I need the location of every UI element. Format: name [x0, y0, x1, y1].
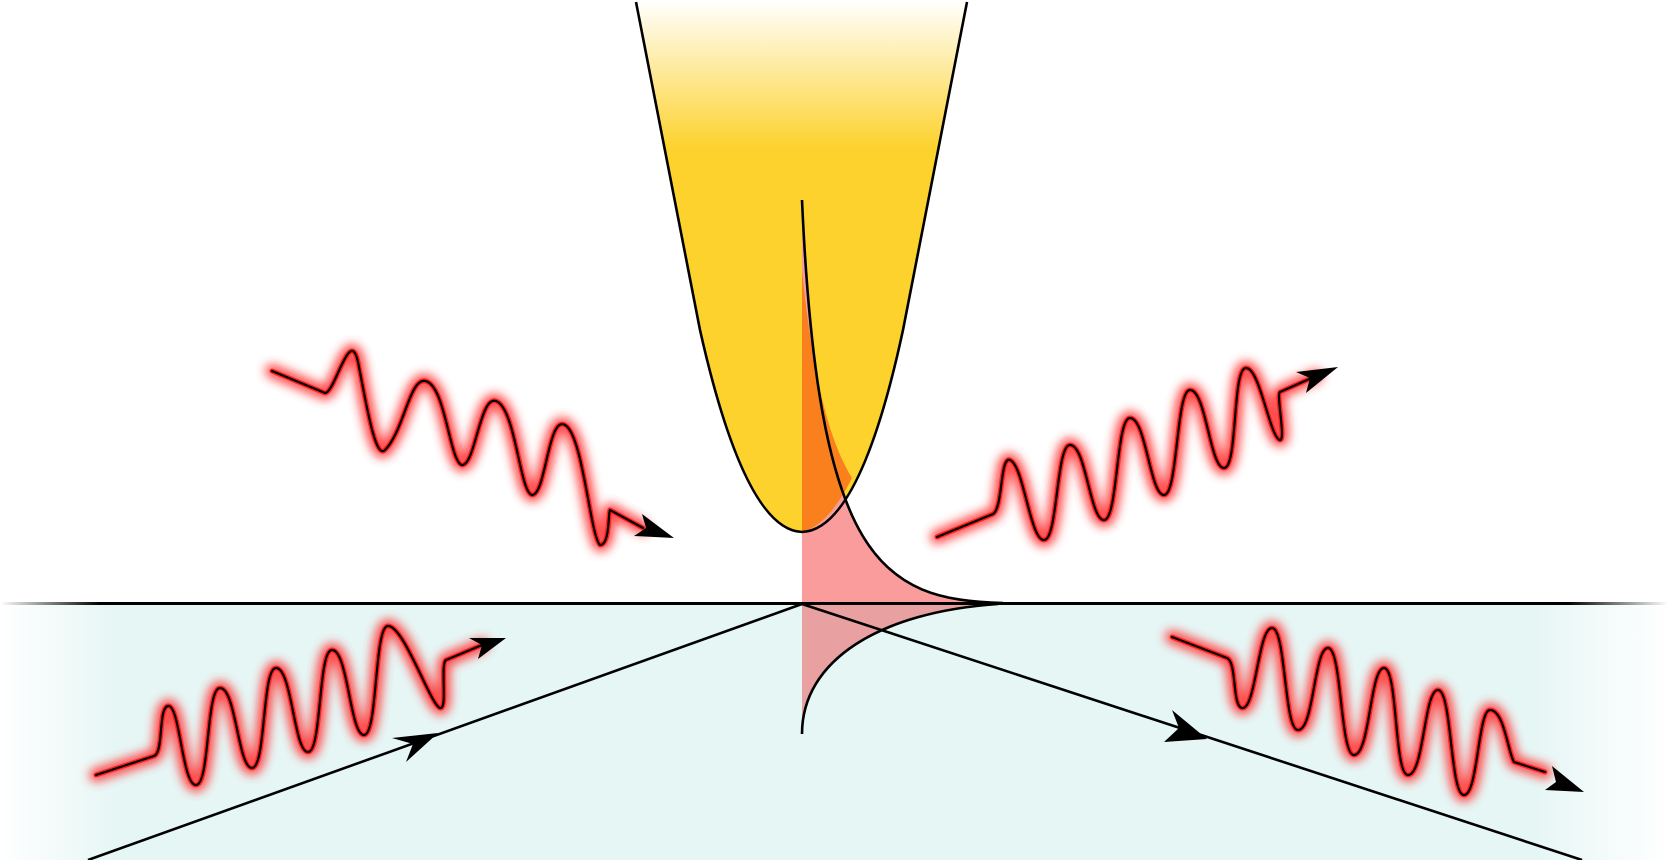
- incident-beam: [87, 602, 803, 860]
- wave-arrow-icon: [1545, 766, 1584, 792]
- incident-light-below: [89, 619, 506, 792]
- field-decay-curve-below: [800, 602, 999, 735]
- probe-tip-outline: [634, 1, 969, 534]
- probe-tip: [636, 0, 967, 532]
- incident-beam-arrow-icon: [392, 733, 438, 762]
- wave-arrow-icon: [634, 514, 674, 538]
- evanescent-field-below: [802, 604, 998, 734]
- wave-arrow-icon: [1296, 367, 1338, 393]
- reflected-beam-arrow-icon: [1164, 710, 1207, 742]
- scattered-light-above: [930, 361, 1338, 547]
- field-decay-curve: [800, 199, 1004, 605]
- field-tip-overlap: [802, 270, 852, 532]
- incident-light-above: [265, 344, 674, 552]
- interface-line: [0, 602, 1668, 605]
- evanescent-field: [802, 202, 1003, 603]
- transmitted-light-below: [1165, 621, 1584, 802]
- wave-arrow-icon: [469, 638, 506, 659]
